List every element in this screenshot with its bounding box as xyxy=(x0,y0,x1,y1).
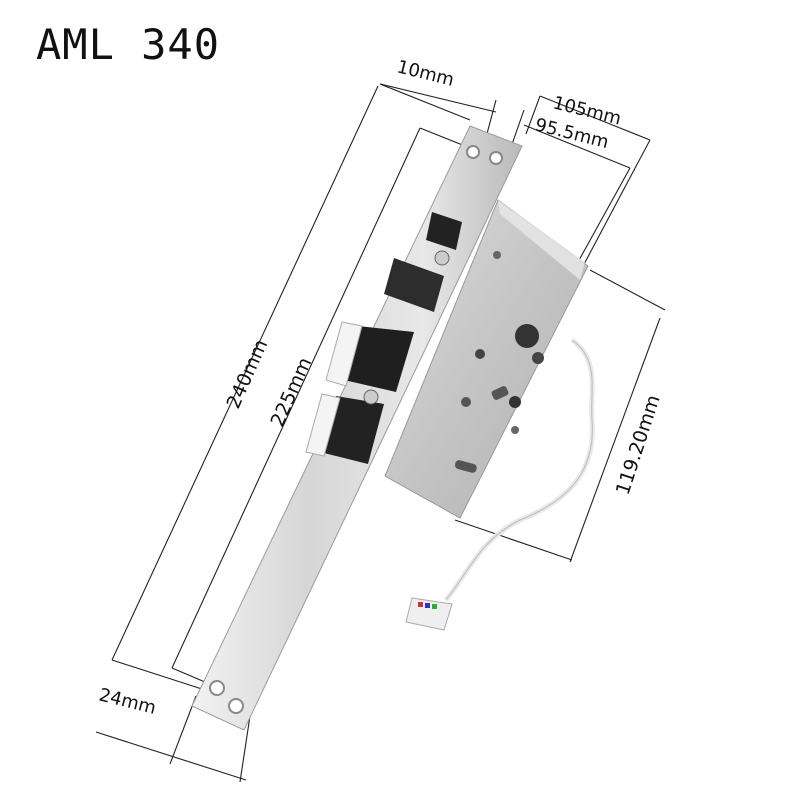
dim-225mm: 225mm xyxy=(266,354,316,430)
product-title: AML 340 xyxy=(36,20,221,69)
dim-24mm: 24mm xyxy=(97,684,158,718)
dim-240mm: 240mm xyxy=(222,336,272,412)
bolts xyxy=(305,212,462,464)
dimension-lines xyxy=(95,83,666,783)
dim-10mm: 10mm xyxy=(395,56,456,90)
dim-119-20mm: 119.20mm xyxy=(612,392,665,497)
wire-cable xyxy=(405,337,595,631)
